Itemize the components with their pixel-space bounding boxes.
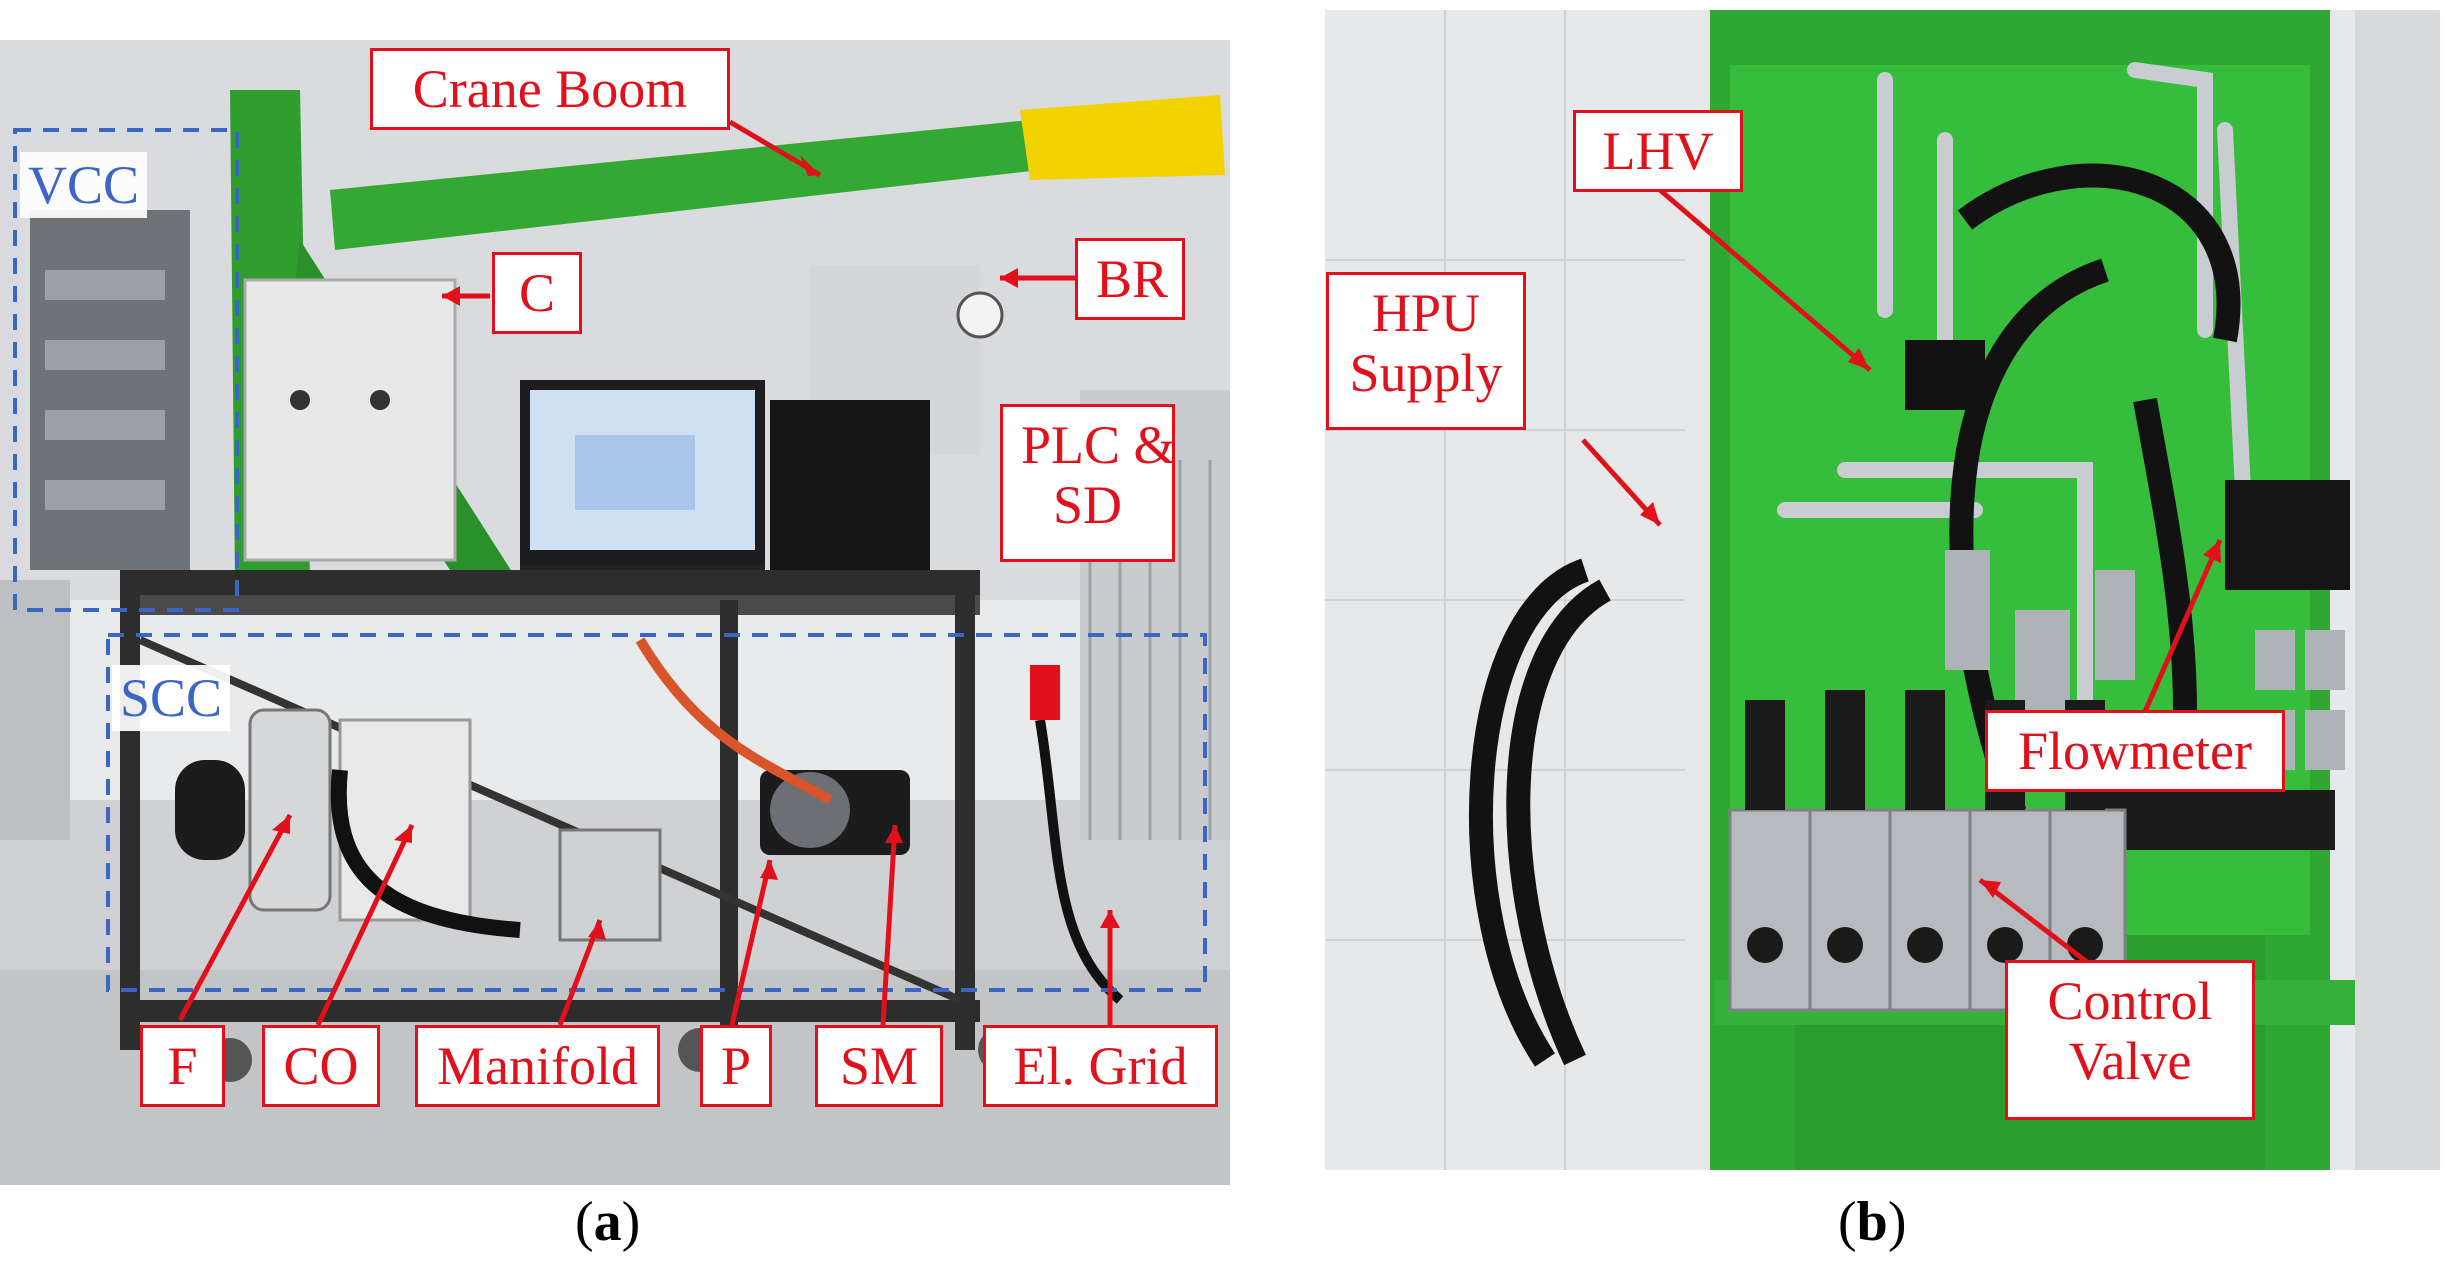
callout-plc-line2: SD [1052, 475, 1123, 536]
callout-control-valve: Control Valve [2005, 960, 2255, 1120]
callout-hpu-line1: HPU [1371, 283, 1481, 343]
callout-crane-boom: Crane Boom [370, 48, 730, 131]
region-label-vcc: VCC [20, 152, 148, 218]
callout-hpu-supply: HPU Supply [1326, 272, 1526, 430]
callout-sm: SM [815, 1025, 943, 1108]
callout-hpu-line2: Supply [1349, 343, 1503, 404]
caption-b-letter: b [1856, 1191, 1888, 1253]
photo-panel-b: LHV HPU Supply Flowmeter Control Valve [1325, 10, 2440, 1170]
callout-p: P [700, 1025, 772, 1108]
caption-b: (b) [1838, 1191, 1907, 1253]
callout-lhv: LHV [1573, 110, 1743, 193]
callout-el-grid: El. Grid [983, 1025, 1218, 1108]
photo-a-illustration [0, 40, 1230, 1185]
callout-control-line2: Valve [2068, 1031, 2192, 1092]
callout-co: CO [262, 1025, 380, 1108]
callout-c: C [492, 252, 582, 335]
callout-control-line1: Control [2047, 971, 2213, 1031]
caption-a: (a) [575, 1191, 641, 1253]
caption-a-letter: a [593, 1191, 622, 1253]
callout-plc-line1: PLC & [1021, 415, 1176, 475]
callout-plc-sd: PLC & SD [1000, 404, 1176, 562]
photo-b-illustration [1325, 10, 2440, 1170]
callout-f: F [140, 1025, 225, 1108]
callout-br: BR [1075, 238, 1185, 321]
region-label-scc: SCC [112, 665, 231, 731]
callout-manifold: Manifold [415, 1025, 660, 1108]
photo-panel-a: VCC SCC Crane Boom C BR PLC & SD F CO Ma… [0, 40, 1230, 1185]
callout-flowmeter: Flowmeter [1985, 710, 2285, 793]
